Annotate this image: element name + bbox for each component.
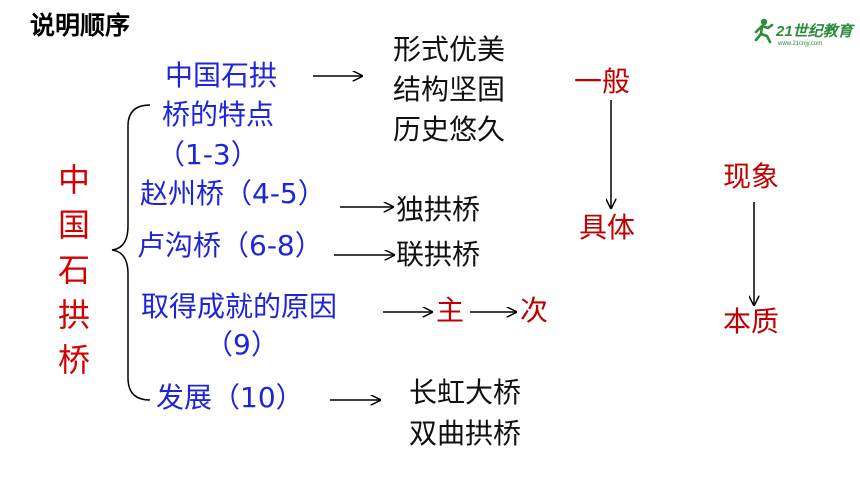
vertical-title: 中国石拱桥 — [57, 161, 90, 379]
brand-logo: 21世纪教育 www.21cnjy.com — [754, 18, 856, 47]
order-specific: 具体 — [579, 211, 636, 244]
section-lugou: 卢沟桥（6-8） — [137, 229, 323, 262]
brace — [111, 104, 151, 401]
runner-icon — [754, 18, 774, 44]
result-structure: 结构坚固 — [393, 73, 506, 106]
section-reasons-line-2: （9） — [205, 328, 279, 361]
section-reasons-line-1: 取得成就的原因 — [141, 290, 338, 323]
result-history: 历史悠久 — [393, 113, 506, 146]
result-single-arch: 独拱桥 — [396, 193, 481, 226]
section-features-line-2: 桥的特点 — [162, 98, 275, 131]
result-form: 形式优美 — [393, 33, 506, 66]
slide-title: 说明顺序 — [30, 11, 131, 40]
order-essence: 本质 — [723, 305, 780, 338]
result-double-curve: 双曲拱桥 — [409, 417, 522, 450]
logo-text: 21世纪教育 — [775, 22, 856, 40]
result-main: 主 — [436, 294, 465, 327]
logo-sub: www.21cnjy.com — [777, 41, 822, 47]
order-general: 一般 — [574, 65, 631, 98]
section-features-line-1: 中国石拱 — [165, 59, 278, 92]
section-features-line-3: （1-3） — [157, 138, 259, 171]
result-multi-arch: 联拱桥 — [396, 238, 481, 271]
result-rainbow-bridge: 长虹大桥 — [409, 376, 522, 409]
order-phenomenon: 现象 — [723, 160, 780, 193]
section-development: 发展（10） — [156, 381, 304, 414]
result-secondary: 次 — [520, 294, 549, 327]
section-zhaozhou: 赵州桥（4-5） — [140, 177, 326, 210]
